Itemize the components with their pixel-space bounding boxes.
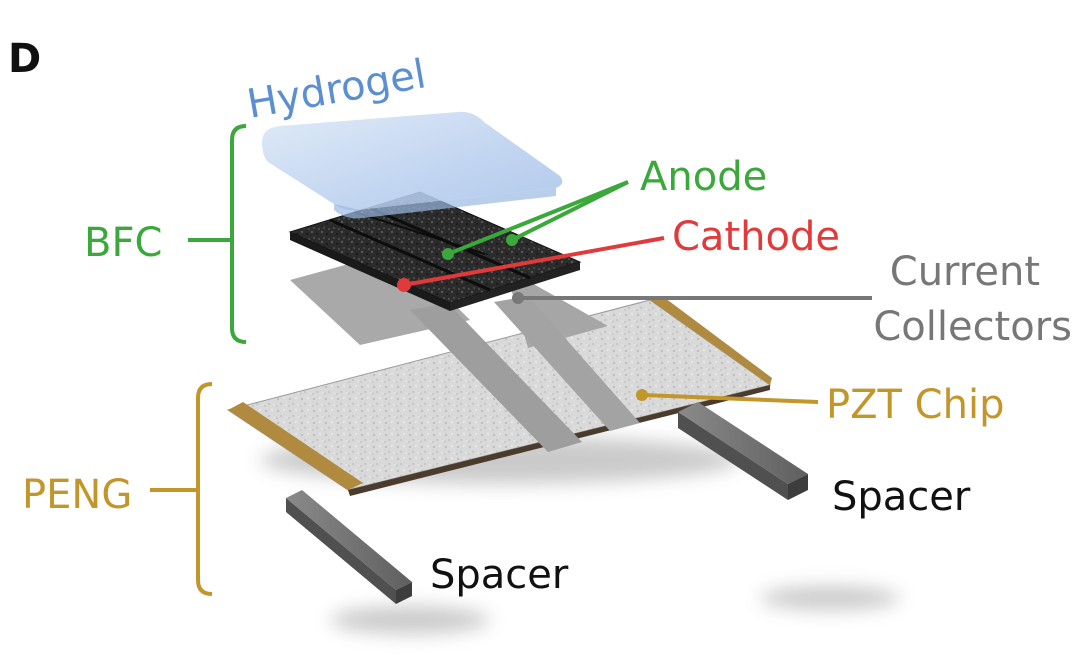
hydrogel-label: Hydrogel [244, 51, 430, 128]
spacer-right [678, 402, 808, 500]
cathode-label: Cathode [672, 214, 840, 260]
bfc-bracket-shape [230, 124, 247, 344]
cathode-marker [397, 278, 411, 292]
pzt-chip-label: PZT Chip [826, 382, 1004, 428]
anode-label: Anode [640, 154, 767, 200]
current-collectors [290, 250, 640, 452]
current-collectors-label-line1: Current [890, 249, 1040, 295]
anode-leaders [442, 180, 629, 260]
cathode-leader [397, 236, 665, 292]
hydrogel-layer [262, 111, 563, 219]
spacer-right-label: Spacer [832, 474, 971, 520]
peng-bracket-shape [196, 382, 213, 596]
panel-letter: D [8, 36, 41, 82]
pzt-leader [636, 389, 819, 404]
pzt-marker [636, 389, 648, 401]
bfc-label: BFC [84, 220, 162, 266]
spacer-left-label: Spacer [430, 552, 569, 598]
current-collectors-label-line2: Collectors [873, 304, 1072, 350]
collectors-leader [512, 292, 872, 304]
peng-label: PENG [22, 472, 132, 518]
electrode-grid [288, 191, 582, 311]
spacer-left [286, 490, 412, 604]
collectors-marker [512, 292, 524, 304]
anode-marker [506, 234, 518, 246]
anode-marker [442, 248, 454, 260]
peng-bracket [150, 382, 213, 596]
bfc-bracket [188, 124, 247, 344]
